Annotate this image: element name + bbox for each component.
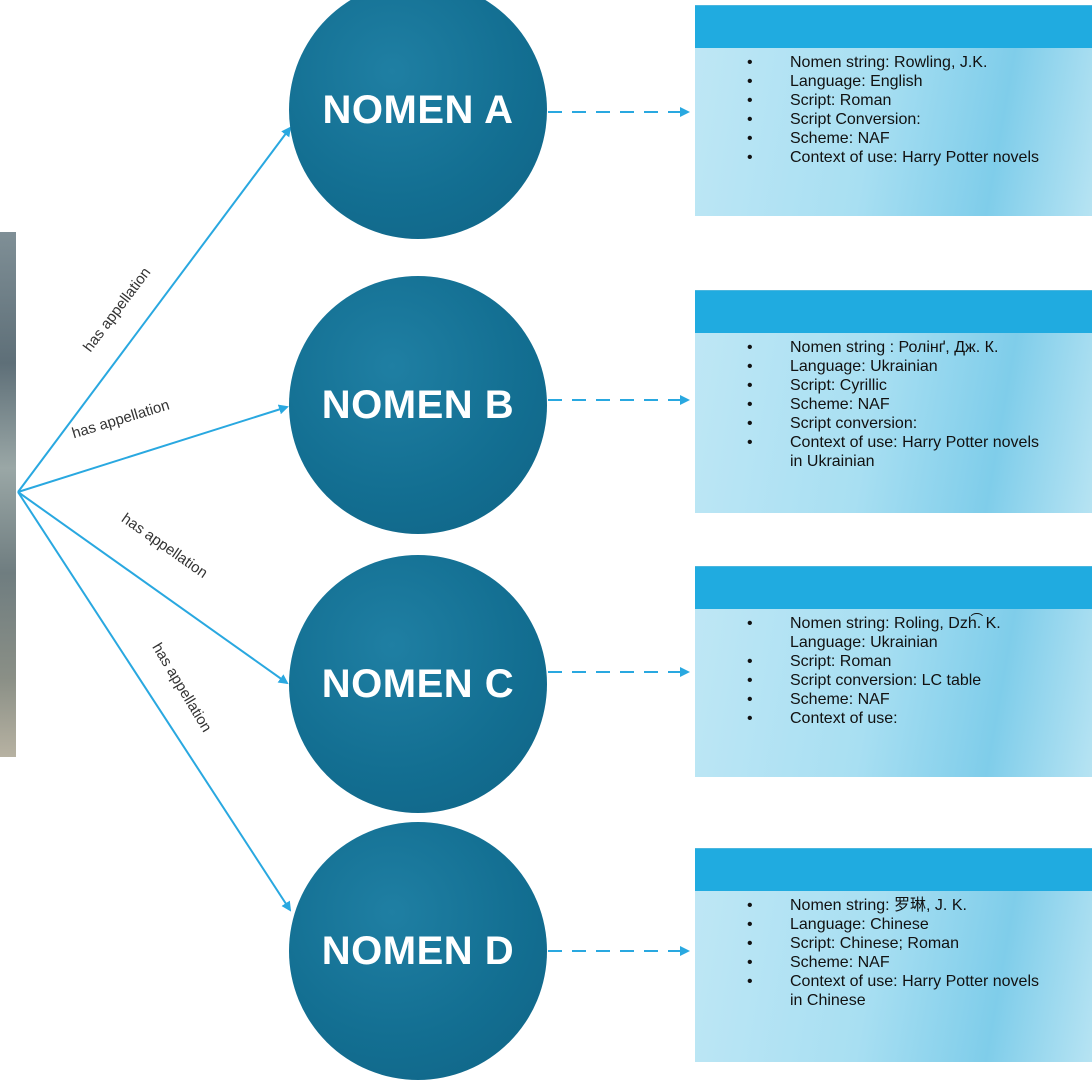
nomen-c-label: NOMEN C	[321, 661, 515, 706]
nomen-c-box-header	[695, 567, 1092, 609]
nomen-c-circle: NOMEN C	[289, 555, 547, 813]
nomen-c-attribute-list: Nomen string: Roling, Dzh͡. K.Language: …	[695, 609, 1092, 728]
nomen-d-attribute-list: Nomen string: 罗琳, J. K.Language: Chinese…	[695, 891, 1092, 1010]
nomen-d-label: NOMEN D	[321, 928, 515, 973]
nomen-d-box-header	[695, 849, 1092, 891]
attribute-item: Language: Ukrainian	[790, 634, 938, 651]
attribute-item: Scheme: NAF	[695, 395, 1092, 414]
nomen-a-attribute-list: Nomen string: Rowling, J.K.Language: Eng…	[695, 48, 1092, 167]
attribute-item: in Chinese	[790, 992, 866, 1009]
attribute-item: Context of use: Harry Potter novels	[695, 972, 1092, 991]
nomen-b-circle: NOMEN B	[289, 276, 547, 534]
attribute-item: in Ukrainian	[790, 453, 875, 470]
attribute-item: Script Conversion:	[695, 110, 1092, 129]
nomen-a-circle: NOMEN A	[289, 0, 547, 239]
nomen-b-box-header	[695, 291, 1092, 333]
author-photo	[0, 232, 16, 757]
attribute-item: Nomen string: Roling, Dzh͡. K.	[695, 614, 1092, 633]
nomen-b-attributes-box: Nomen string : Ролінґ, Дж. К.Language: U…	[695, 290, 1092, 513]
nomen-d-attributes-box: Nomen string: 罗琳, J. K.Language: Chinese…	[695, 848, 1092, 1062]
nomen-b-label: NOMEN B	[321, 382, 515, 427]
appellation-arrow-b	[17, 404, 289, 493]
attribute-item: Nomen string : Ролінґ, Дж. К.	[695, 338, 1092, 357]
nomen-d-circle: NOMEN D	[289, 822, 547, 1080]
appellation-arrow-a	[17, 126, 292, 493]
attribute-item: Nomen string: 罗琳, J. K.	[695, 896, 1092, 915]
attribute-item: Script conversion:	[695, 414, 1092, 433]
appellation-arrow-d	[17, 491, 292, 912]
attribute-item: Context of use: Harry Potter novels	[695, 433, 1092, 452]
attribute-item: Language: Chinese	[695, 915, 1092, 934]
attribute-item: Language: English	[695, 72, 1092, 91]
attribute-item: Script: Cyrillic	[695, 376, 1092, 395]
attribute-item: Context of use: Harry Potter novels	[695, 148, 1092, 167]
attribute-item: Context of use:	[695, 709, 1092, 728]
appellation-arrow-c	[17, 491, 289, 685]
attribute-item: Language: Ukrainian	[695, 357, 1092, 376]
nomen-a-box-header	[695, 6, 1092, 48]
nomen-c-attributes-box: Nomen string: Roling, Dzh͡. K.Language: …	[695, 566, 1092, 777]
nomen-a-attributes-box: Nomen string: Rowling, J.K.Language: Eng…	[695, 5, 1092, 216]
attribute-item: Nomen string: Rowling, J.K.	[695, 53, 1092, 72]
attribute-item: Script: Chinese; Roman	[695, 934, 1092, 953]
attribute-item: Scheme: NAF	[695, 953, 1092, 972]
attribute-item: Script: Roman	[695, 652, 1092, 671]
nomen-a-label: NOMEN A	[322, 87, 514, 132]
attribute-item: Scheme: NAF	[695, 129, 1092, 148]
attribute-item: Script conversion: LC table	[695, 671, 1092, 690]
attribute-item: Scheme: NAF	[695, 690, 1092, 709]
attribute-item: Script: Roman	[695, 91, 1092, 110]
nomen-b-attribute-list: Nomen string : Ролінґ, Дж. К.Language: U…	[695, 333, 1092, 471]
